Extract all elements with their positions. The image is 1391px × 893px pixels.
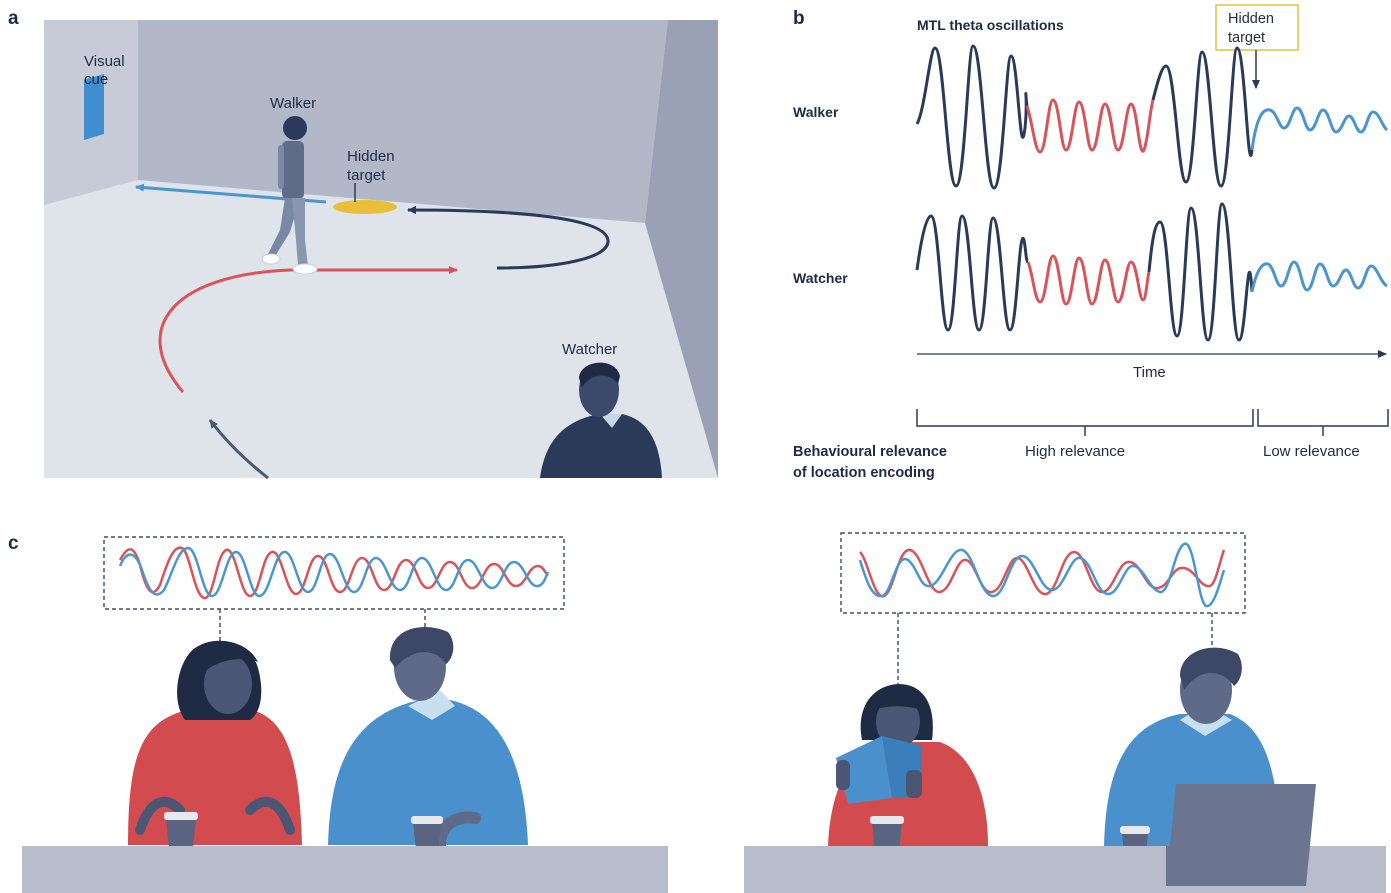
walker-wave-low-2 [1250,106,1389,151]
watcher-wave-low-1 [1026,254,1151,306]
conversing-man [328,627,528,851]
sync-wave-blue [118,546,550,598]
navy-path-arrow [407,206,610,270]
relevance-label-2: of location encoding [793,465,935,481]
panel-a-letter: a [8,8,19,29]
watcher-wave-low-2 [1250,260,1388,293]
watcher-row-label: Watcher [793,270,848,286]
sync-wave-red [118,546,549,600]
panel-b: b MTL theta oscillations Hidden target W… [793,4,1389,481]
conversing-woman [128,640,302,845]
watcher-wave-high-1 [915,214,1030,332]
walker-row-label: Walker [793,104,839,120]
desync-wave-blue [858,542,1226,608]
walker-wave-low-1 [1025,98,1155,154]
desync-wave-box [840,532,1246,614]
hidden-target-disc [333,200,397,214]
room-right-wall [645,20,718,478]
panel-c-letter: c [8,533,19,554]
red-path-arrow [158,266,458,393]
panel-b-title: MTL theta oscillations [917,17,1064,33]
panel-a: a Visual cue Hidden target Walker [8,8,718,480]
low-relevance-label: Low relevance [1263,443,1360,460]
watcher-wave-high-2 [1147,202,1254,342]
sync-wave-box [103,536,565,610]
hidden-target-label-2: target [347,167,386,184]
table-left [22,846,668,893]
visual-cue-label-1: Visual [84,53,125,70]
visual-cue-marker [84,74,104,140]
watcher-label: Watcher [562,341,617,358]
high-relevance-label: High relevance [1025,443,1125,460]
walker-wave-high-1 [915,44,1029,190]
desync-wave-red [858,548,1226,598]
time-axis-label: Time [1133,364,1166,381]
b-hidden-target-label-2: target [1228,30,1265,46]
watcher-figure [540,362,662,478]
hidden-target-box [1215,4,1299,51]
walker-figure [261,116,318,275]
visual-cue-label-2: cue [84,71,108,88]
relevance-label-1: Behavioural relevance [793,444,947,460]
hidden-target-label-1: Hidden [347,148,395,165]
start-path-arrow [208,419,269,480]
low-relevance-bracket [1257,409,1389,436]
laptop-lid-front [1166,846,1310,886]
high-relevance-bracket [916,409,1254,436]
room-back-wall [138,20,668,223]
walker-label: Walker [270,95,316,112]
panel-c: c [8,532,1386,893]
reading-woman [828,684,988,846]
b-hidden-target-label-1: Hidden [1228,11,1274,27]
walker-wave-high-2 [1151,46,1254,188]
panel-b-letter: b [793,8,805,29]
